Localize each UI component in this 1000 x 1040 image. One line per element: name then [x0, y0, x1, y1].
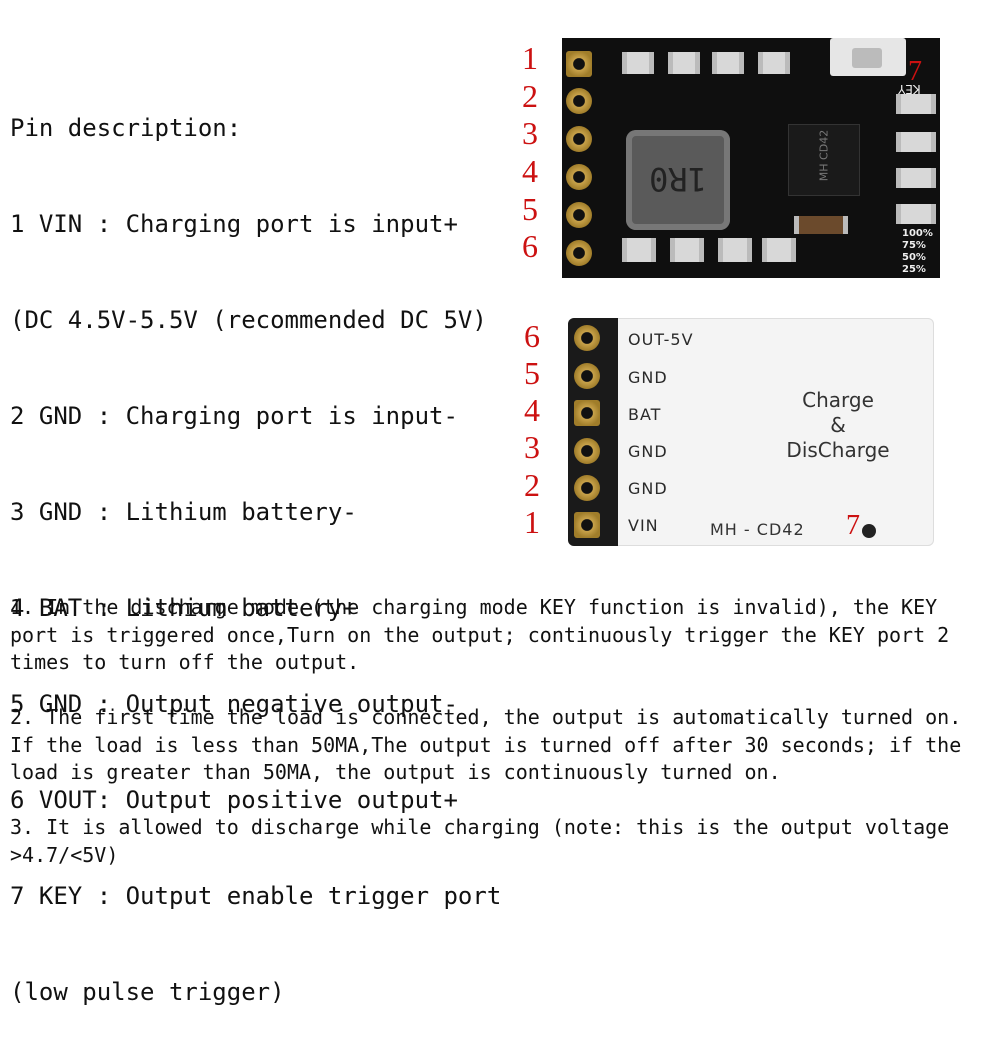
bottom-pad-2: [574, 475, 600, 501]
percent-labels: 100% 75% 50% 25%: [902, 228, 933, 276]
percent-label: 25%: [902, 264, 926, 275]
key-pad: [862, 524, 876, 538]
percent-label: 100%: [902, 228, 933, 239]
top-pad-6: [566, 240, 592, 266]
top-pin-number: 3: [522, 115, 538, 151]
note-paragraph: 3. It is allowed to discharge while char…: [10, 815, 950, 867]
bottom-pin-number: 2: [524, 467, 540, 503]
chip-label: MH CD42: [817, 129, 831, 182]
bottom-pad-3: [574, 438, 600, 464]
bottom-pin-label: GND: [628, 442, 668, 461]
top-board-photo: 1R0 MH CD42 KEY 100% 75% 50% 25%: [562, 38, 940, 278]
bottom-pin-number: 4: [524, 392, 540, 428]
bottom-pin-label: VIN: [628, 516, 659, 535]
inductor: 1R0: [626, 130, 730, 230]
top-pin-number: 1: [522, 40, 538, 76]
pin-desc-line: (DC 4.5V-5.5V (recommended DC 5V): [10, 306, 487, 334]
bottom-pad-6: [574, 325, 600, 351]
top-pad-1: [566, 51, 592, 77]
board-title-line: DisCharge: [786, 438, 890, 462]
bottom-key-number: 7: [846, 510, 860, 541]
percent-label: 50%: [902, 252, 926, 263]
bottom-pad-1: [574, 512, 600, 538]
board-title: Charge & DisCharge: [768, 388, 908, 463]
top-pad-3: [566, 126, 592, 152]
top-pad-4: [566, 164, 592, 190]
top-pin-number: 5: [522, 191, 538, 227]
pin-desc-line: 3 GND : Lithium battery-: [10, 498, 357, 526]
bottom-board-photo: OUT-5V GND BAT GND GND VIN Charge & DisC…: [568, 318, 934, 546]
bottom-pin-label: OUT-5V: [628, 330, 694, 349]
model-label: MH - CD42: [710, 520, 805, 539]
pin-desc-line: 6 VOUT: Output positive output+: [10, 786, 458, 814]
smd-component: [622, 238, 656, 262]
top-pin-number: 2: [522, 78, 538, 114]
inductor-label: 1R0: [649, 160, 707, 198]
board-title-line: &: [830, 413, 846, 437]
chip: MH CD42: [788, 124, 860, 196]
percent-label: 75%: [902, 240, 926, 251]
led-indicator: [896, 94, 936, 114]
board-title-line: Charge: [802, 388, 874, 412]
pin-desc-line: 7 KEY : Output enable trigger port: [10, 882, 502, 910]
usage-notes: 1. In the discharge mode (the charging m…: [10, 594, 995, 897]
bottom-pin-number: 5: [524, 355, 540, 391]
smd-component: [712, 52, 744, 74]
led-indicator: [896, 204, 936, 224]
note-paragraph: 1. In the discharge mode (the charging m…: [10, 595, 950, 674]
pin-desc-title: Pin description:: [10, 114, 242, 142]
smd-component: [762, 238, 796, 262]
top-pin-number: 6: [522, 228, 538, 264]
smd-component: [622, 52, 654, 74]
bottom-pin-number: 6: [524, 318, 540, 354]
note-paragraph: 2. The first time the load is connected,…: [10, 705, 962, 784]
top-pin-number: 4: [522, 153, 538, 189]
top-pad-5: [566, 202, 592, 228]
bottom-pin-label: GND: [628, 479, 668, 498]
pin-desc-line: (low pulse trigger): [10, 978, 285, 1006]
bottom-pad-4: [574, 400, 600, 426]
smd-capacitor: [794, 216, 848, 234]
led-indicator: [896, 168, 936, 188]
smd-component: [758, 52, 790, 74]
pin-desc-line: 2 GND : Charging port is input-: [10, 402, 458, 430]
top-key-number: 7: [908, 56, 922, 87]
led-indicator: [896, 132, 936, 152]
smd-component: [670, 238, 704, 262]
pin-desc-line: 4 BAT : Lithium battery+: [10, 594, 357, 622]
smd-component: [718, 238, 752, 262]
pin-description: Pin description: 1 VIN : Charging port i…: [10, 48, 501, 1040]
smd-component: [668, 52, 700, 74]
bottom-pin-number: 1: [524, 504, 540, 540]
top-pad-2: [566, 88, 592, 114]
slide-switch: [830, 38, 906, 76]
bottom-pin-label: BAT: [628, 405, 662, 424]
pin-desc-line: 5 GND : Output negative output-: [10, 690, 458, 718]
bottom-pad-5: [574, 363, 600, 389]
bottom-pin-number: 3: [524, 429, 540, 465]
pin-desc-line: 1 VIN : Charging port is input+: [10, 210, 458, 238]
bottom-pin-label: GND: [628, 368, 668, 387]
